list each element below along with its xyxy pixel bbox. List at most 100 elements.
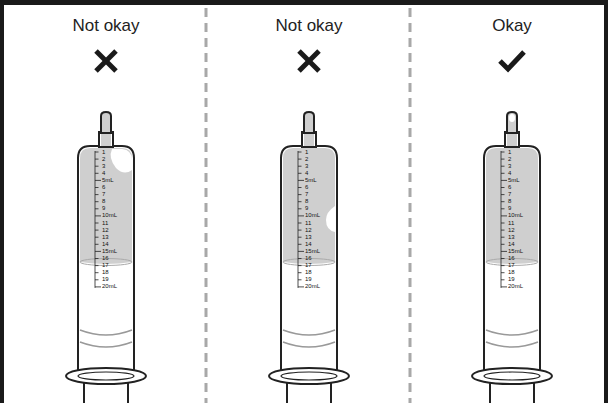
tick (95, 258, 99, 259)
check-symbol (500, 52, 524, 69)
tick (95, 159, 99, 160)
tick (501, 152, 505, 153)
tick (95, 208, 99, 209)
scale-number: 15mL (102, 248, 117, 255)
scale-ticks (95, 151, 507, 288)
syringe (472, 112, 552, 403)
scale-number: 6 (102, 184, 105, 191)
scale-number: 12 (305, 227, 312, 234)
scale-number: 3 (305, 163, 308, 170)
tick (298, 187, 302, 188)
scale-number: 19 (102, 276, 109, 283)
tick (298, 223, 302, 224)
tick (298, 272, 302, 273)
scale-number: 20mL (305, 283, 320, 290)
scale-number: 9 (508, 205, 511, 212)
tick (501, 237, 505, 238)
tick (501, 208, 505, 209)
scale-number: 14 (305, 241, 312, 248)
tick (501, 258, 505, 259)
tick (298, 237, 302, 238)
scale-number: 11 (305, 220, 311, 227)
tick (95, 279, 99, 280)
scale-number: 6 (305, 184, 308, 191)
tick (501, 272, 505, 273)
scale-number: 10mL (305, 212, 320, 219)
tick (298, 201, 302, 202)
tick (95, 151, 96, 288)
tick (298, 215, 304, 216)
scale-number: 2 (305, 156, 308, 163)
tick (501, 215, 507, 216)
verdict-heading: Not okay (72, 16, 139, 36)
tick (501, 166, 505, 167)
tick (501, 151, 502, 288)
tick (95, 173, 99, 174)
tick (298, 258, 302, 259)
scale-number: 12 (508, 227, 515, 234)
tick (95, 251, 101, 252)
scale-number: 11 (102, 220, 108, 227)
tick (298, 151, 299, 288)
scale-number: 5mL (102, 177, 114, 184)
tick (298, 286, 304, 287)
scale-number: 5mL (305, 177, 317, 184)
tick (95, 286, 101, 287)
tick (501, 187, 505, 188)
verdict-heading: Okay (492, 16, 532, 36)
syringe (269, 112, 349, 403)
tick (298, 244, 302, 245)
scale-number: 9 (305, 205, 308, 212)
scale-number: 6 (508, 184, 511, 191)
tick (95, 272, 99, 273)
tick (95, 187, 99, 188)
scale-number: 8 (305, 198, 308, 205)
verdict-heading: Not okay (275, 16, 342, 36)
scale-number: 2 (508, 156, 511, 163)
scale-number: 13 (102, 234, 109, 241)
tick (501, 173, 505, 174)
tick (95, 215, 101, 216)
scale-number: 4 (305, 170, 308, 177)
tick (298, 251, 304, 252)
tick (298, 159, 302, 160)
tick (501, 265, 505, 266)
tick (95, 180, 101, 181)
scale-number: 16 (305, 255, 312, 262)
scale-number: 18 (102, 269, 109, 276)
scale-number: 18 (305, 269, 312, 276)
tick (95, 244, 99, 245)
scale-number: 11 (508, 220, 514, 227)
tick (501, 194, 505, 195)
cross-symbol (299, 51, 319, 71)
tick (298, 265, 302, 266)
scale-number: 7 (102, 191, 105, 198)
syringe (66, 112, 146, 403)
scale-number: 8 (508, 198, 511, 205)
scale-number: 19 (508, 276, 515, 283)
scale-number: 10mL (508, 212, 523, 219)
tick (95, 237, 99, 238)
scale-number: 14 (102, 241, 109, 248)
tick (95, 265, 99, 266)
scale-number: 2 (102, 156, 105, 163)
tick (501, 230, 505, 231)
tick (95, 223, 99, 224)
cross-symbol (96, 51, 116, 71)
scale-number: 17 (508, 262, 515, 269)
scale-number: 16 (102, 255, 109, 262)
tick (501, 244, 505, 245)
scale-number: 1 (305, 149, 308, 156)
tick (298, 173, 302, 174)
tick (95, 166, 99, 167)
scale-number: 20mL (508, 283, 523, 290)
scale-number: 8 (102, 198, 105, 205)
scale-number: 1 (508, 149, 511, 156)
scale-number: 17 (305, 262, 312, 269)
scale-number: 7 (508, 191, 511, 198)
scale-number: 14 (508, 241, 515, 248)
tick (298, 208, 302, 209)
tick (501, 223, 505, 224)
tick (501, 180, 507, 181)
